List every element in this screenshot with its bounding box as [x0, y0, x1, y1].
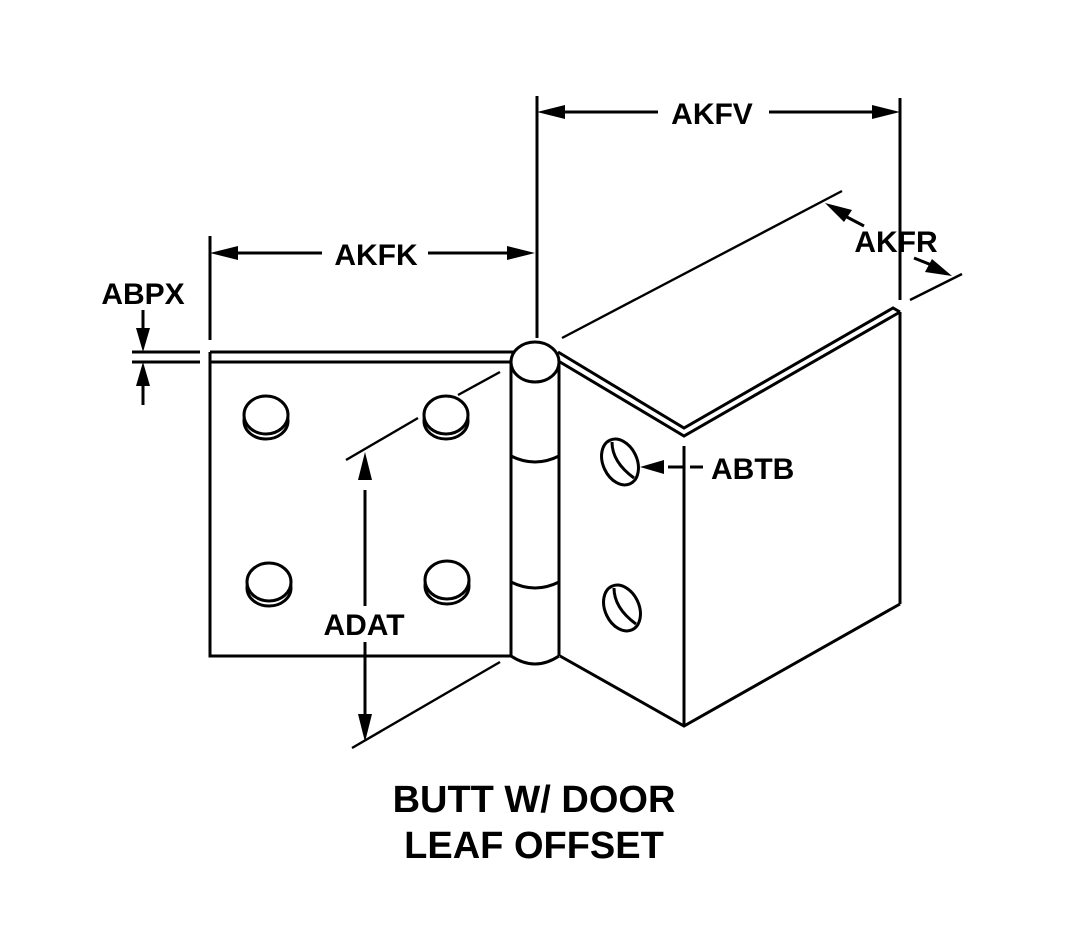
- right-leaf: [557, 306, 902, 728]
- dimension-akfv: AKFV: [535, 96, 902, 338]
- caption-line-2: LEAF OFFSET: [404, 825, 664, 867]
- screw-head: [245, 561, 293, 608]
- dimension-abtb: ABTB: [640, 453, 794, 486]
- left-leaf-screws: [242, 394, 471, 608]
- screw-head: [423, 559, 471, 606]
- right-leaf-screw-holes: [600, 437, 642, 633]
- dimension-abpx: ABPX: [101, 278, 200, 405]
- screw-head: [422, 394, 470, 441]
- dimension-akfr: AKFR: [561, 189, 963, 340]
- left-leaf: [208, 350, 514, 658]
- label-akfr: AKFR: [854, 226, 938, 259]
- label-abtb: ABTB: [711, 453, 794, 486]
- label-adat: ADAT: [323, 609, 404, 642]
- caption-line-1: BUTT W/ DOOR: [393, 779, 676, 821]
- label-akfv: AKFV: [671, 98, 753, 131]
- dimension-akfk: AKFK: [208, 236, 535, 340]
- screw-head: [242, 394, 290, 441]
- hinge-knuckle: [509, 340, 561, 666]
- screw-hole: [602, 583, 642, 633]
- caption: BUTT W/ DOOR LEAF OFFSET: [393, 779, 676, 867]
- dimension-adat: ADAT: [323, 370, 501, 750]
- label-akfk: AKFK: [334, 239, 418, 272]
- label-abpx: ABPX: [101, 278, 184, 311]
- screw-hole: [600, 437, 640, 487]
